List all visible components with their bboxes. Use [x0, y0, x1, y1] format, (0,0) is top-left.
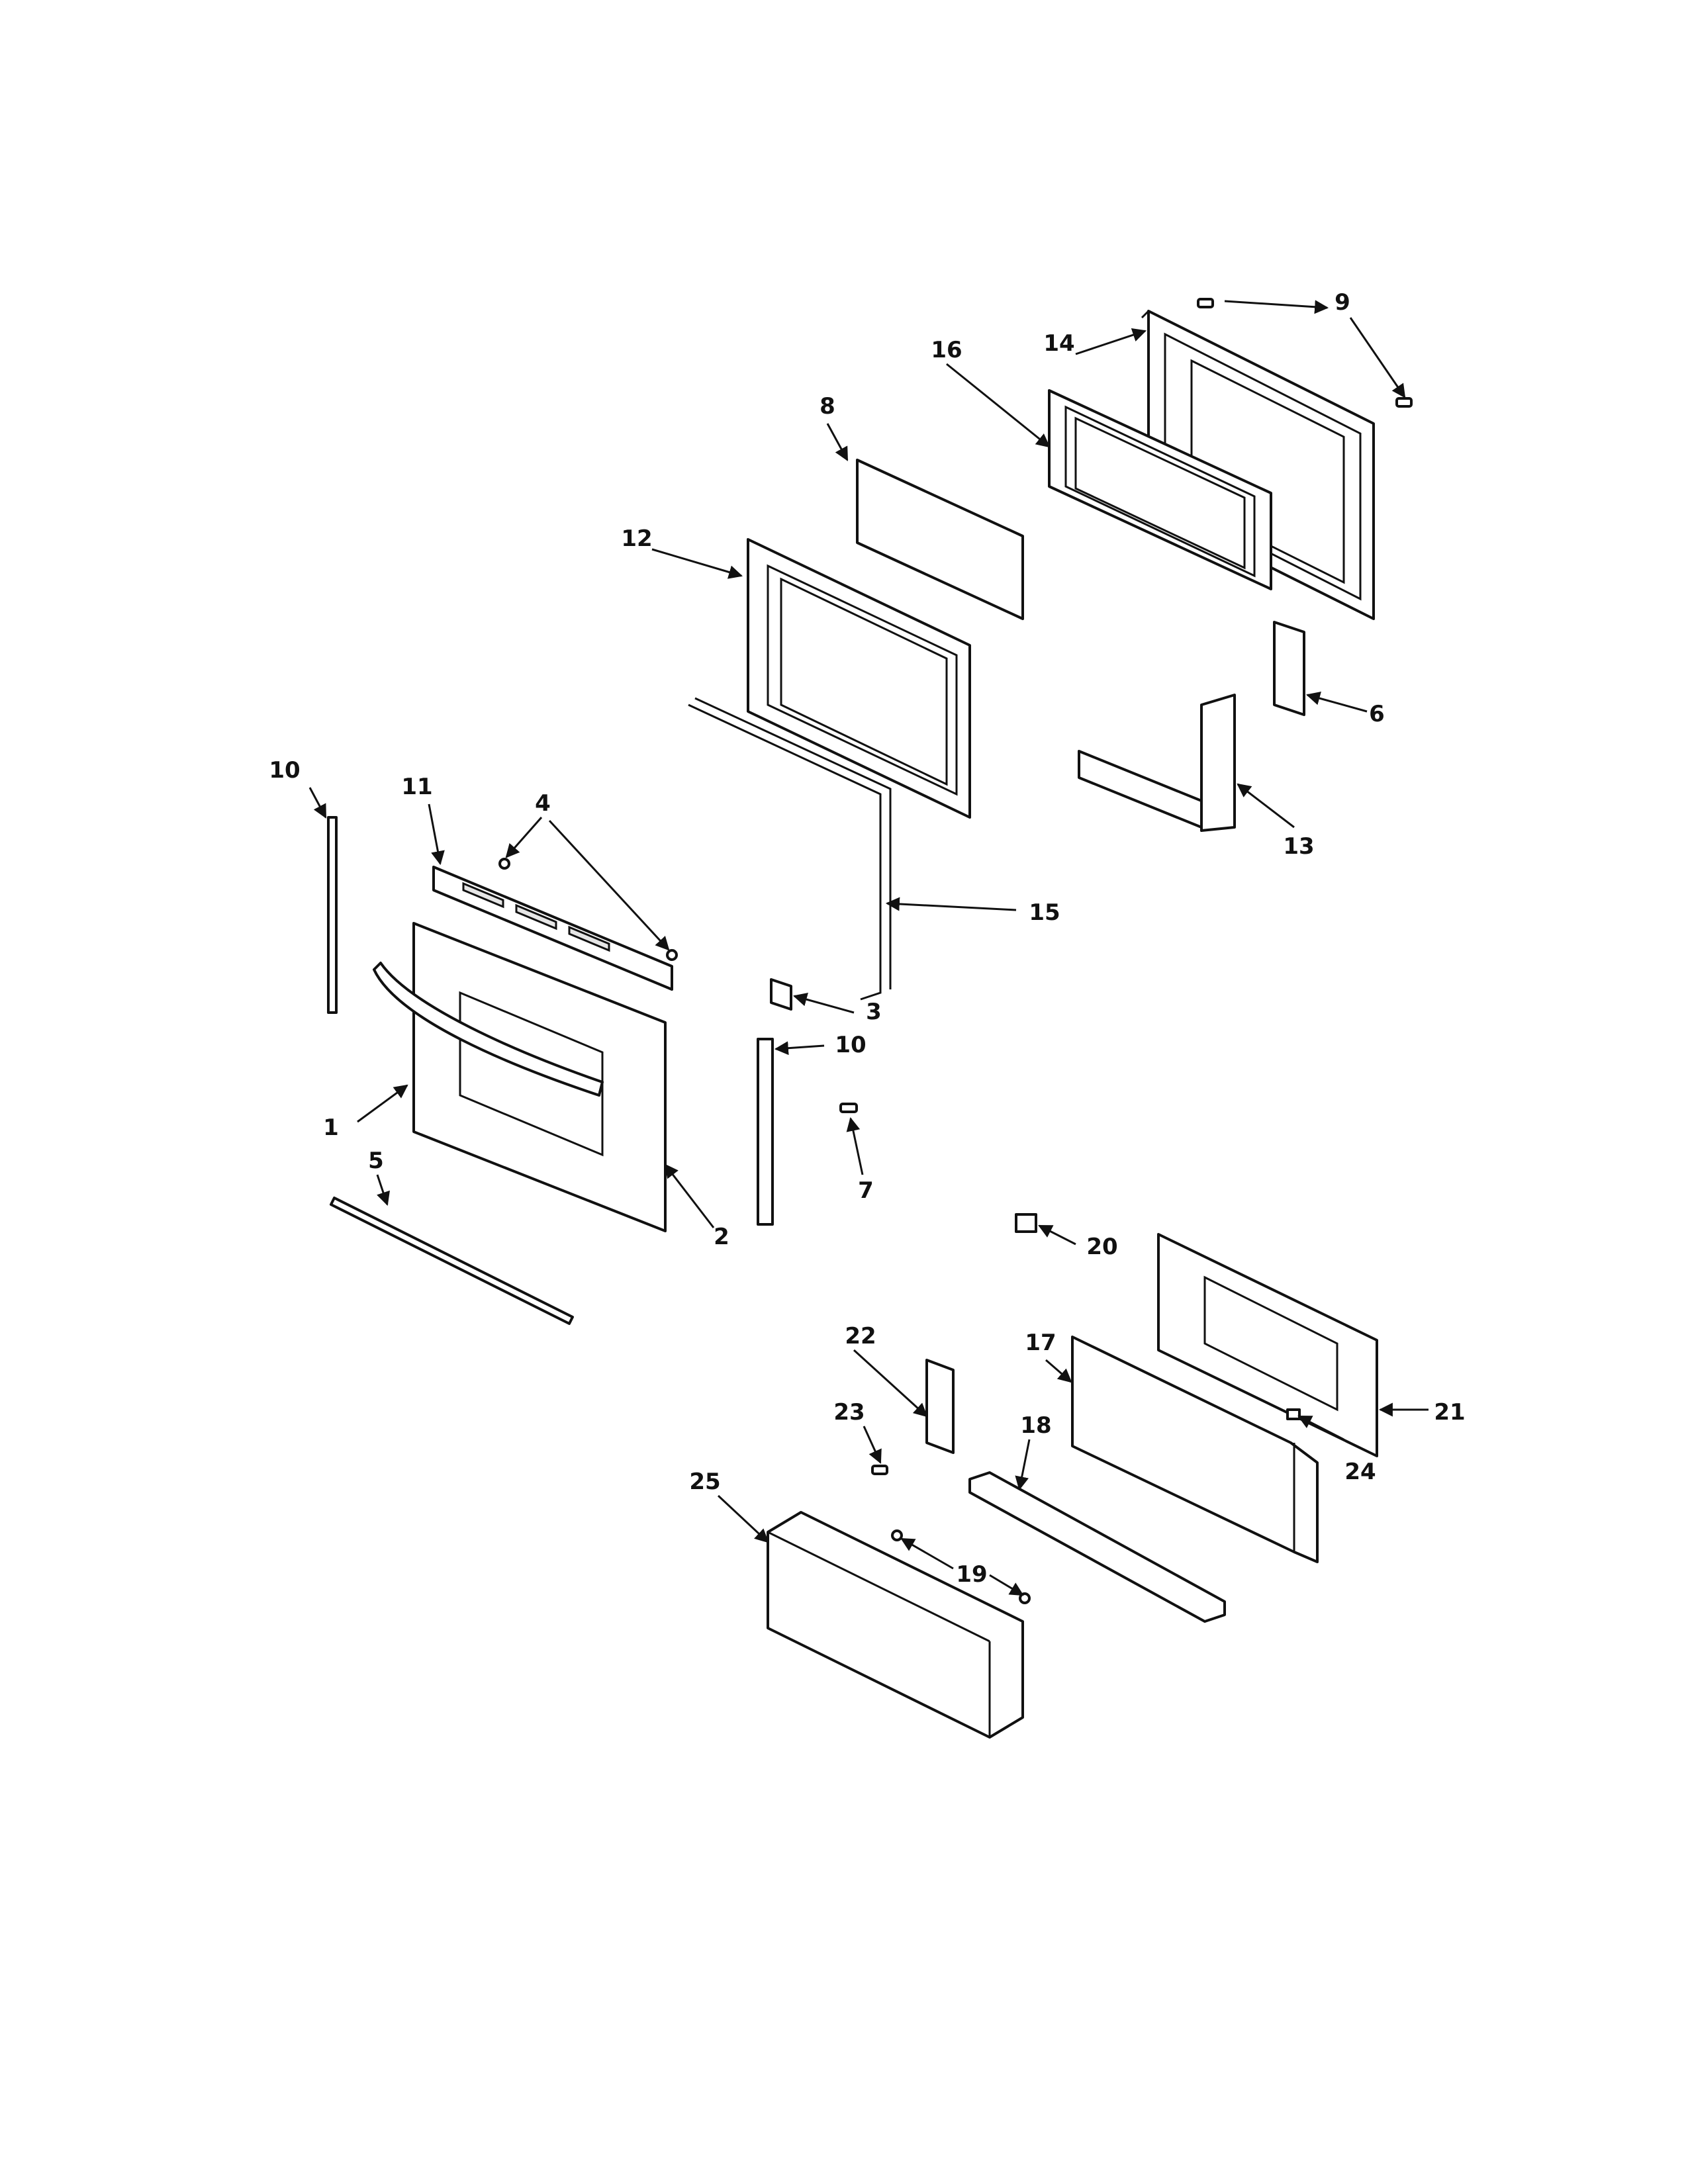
- part-20-connector: [1015, 1213, 1037, 1233]
- part-8-glass-panel: [856, 459, 1024, 620]
- callout-12: 12: [621, 525, 652, 552]
- callout-1: 1: [323, 1115, 339, 1141]
- callout-25: 25: [689, 1469, 720, 1495]
- part-4-screws: [498, 858, 678, 961]
- callout-2: 2: [714, 1224, 729, 1250]
- part-21-control-panel-bracket: [1157, 1233, 1378, 1457]
- part-7-screw: [839, 1103, 858, 1113]
- part-2-outer-door-panel: [412, 922, 667, 1232]
- part-10-door-channel-right: [757, 1038, 774, 1226]
- part-19-screws: [891, 1529, 1031, 1604]
- callout-10-left: 10: [269, 757, 300, 784]
- part-13-insulation: [1078, 694, 1236, 832]
- callout-24: 24: [1344, 1459, 1376, 1485]
- part-16-window-frame: [1048, 389, 1272, 590]
- part-15-door-gasket: [688, 697, 892, 1001]
- callout-7: 7: [858, 1177, 874, 1204]
- part-17-control-panel: [1071, 1336, 1319, 1563]
- callout-10-right: 10: [835, 1032, 866, 1058]
- part-25-lower-panel: [767, 1511, 1024, 1739]
- callout-22: 22: [845, 1323, 876, 1349]
- callout-9: 9: [1335, 289, 1350, 316]
- callout-11: 11: [401, 774, 432, 800]
- part-9-screws: [1197, 298, 1413, 408]
- part-1-door-handle: [373, 962, 604, 1097]
- part-6-hinge-bracket: [1273, 621, 1305, 716]
- part-23-screw: [871, 1465, 888, 1475]
- callout-14: 14: [1043, 330, 1074, 357]
- part-10-door-channel-left: [327, 816, 338, 1014]
- callout-3: 3: [866, 999, 882, 1025]
- callout-20: 20: [1086, 1234, 1117, 1260]
- callout-19: 19: [956, 1561, 987, 1588]
- callout-15: 15: [1029, 899, 1060, 926]
- callout-5: 5: [368, 1148, 384, 1174]
- part-22-hinge: [925, 1359, 955, 1454]
- part-24-clip: [1286, 1408, 1301, 1420]
- callout-4: 4: [535, 790, 551, 817]
- part-5-bottom-trim: [330, 1197, 574, 1325]
- callout-8: 8: [820, 393, 835, 420]
- callout-13: 13: [1283, 833, 1314, 860]
- part-11-vent-trim: [432, 866, 673, 991]
- callout-6: 6: [1369, 701, 1385, 727]
- part-12-door-liner: [747, 538, 971, 819]
- part-3-clip: [770, 978, 792, 1011]
- part-18-trim-strip: [968, 1471, 1226, 1623]
- leader-lines: [308, 300, 1429, 1596]
- callout-16: 16: [931, 337, 962, 363]
- callout-labels: 1 2 3 4 5 6 7 8 9 10 10 11 12 13 14 15 1…: [269, 289, 1465, 1588]
- callout-23: 23: [833, 1399, 865, 1426]
- callout-18: 18: [1020, 1412, 1051, 1439]
- callout-21: 21: [1434, 1399, 1465, 1426]
- callout-17: 17: [1025, 1330, 1056, 1356]
